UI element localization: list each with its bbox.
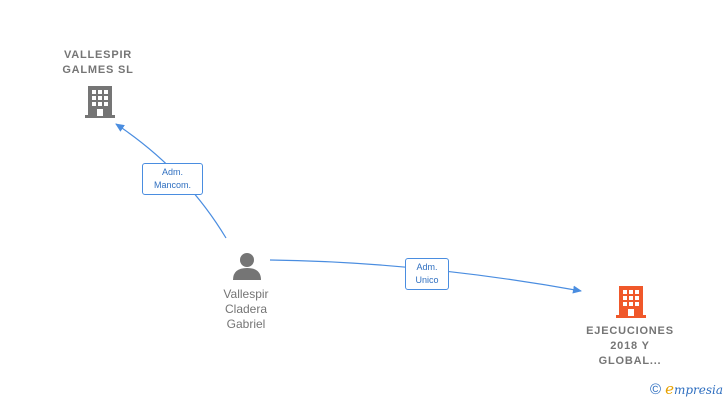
node-vallespir-galmes[interactable]: VALLESPIR GALMES SL bbox=[48, 48, 148, 78]
node-label: Vallespir Cladera Gabriel bbox=[223, 287, 269, 331]
brand-logo: ©empresia bbox=[650, 380, 723, 398]
copyright-icon: © bbox=[650, 381, 662, 398]
building-icon bbox=[616, 286, 646, 318]
node-ejecuciones[interactable]: EJECUCIONES 2018 Y GLOBAL... bbox=[570, 324, 690, 369]
edge-label-adm-unico: Adm. Unico bbox=[405, 258, 449, 290]
edge-label-adm-mancom: Adm. Mancom. bbox=[142, 163, 203, 195]
brand-e: e bbox=[665, 380, 674, 398]
node-label: EJECUCIONES 2018 Y GLOBAL... bbox=[586, 325, 674, 367]
person-icon bbox=[233, 253, 261, 280]
node-label: VALLESPIR GALMES SL bbox=[62, 49, 134, 76]
node-person[interactable]: Vallespir Cladera Gabriel bbox=[196, 287, 296, 332]
building-icon bbox=[85, 86, 115, 118]
brand-name: mpresia bbox=[673, 383, 724, 397]
